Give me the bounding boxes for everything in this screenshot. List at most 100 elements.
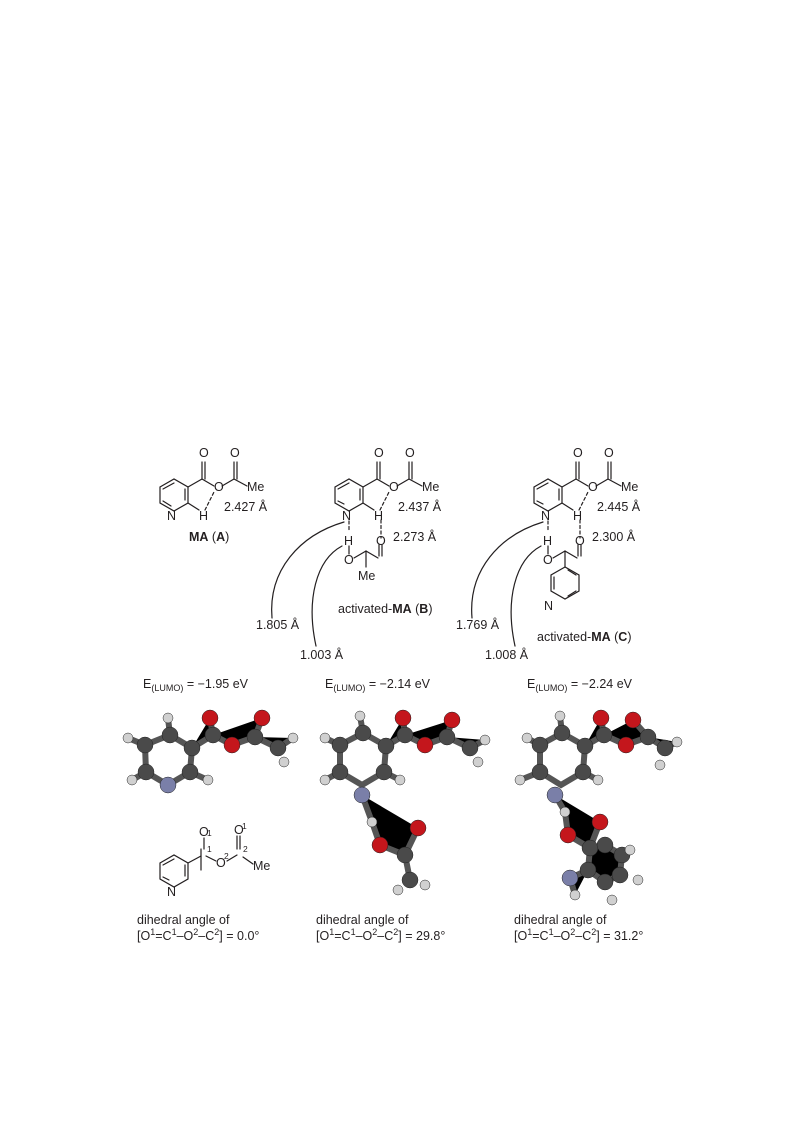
atom-label: Me <box>253 859 270 873</box>
carbon-atom <box>656 739 674 757</box>
atom-label: H <box>199 509 208 523</box>
oxygen-atom <box>371 836 389 854</box>
atom-spheres <box>122 709 683 906</box>
hydrogen-atom <box>126 774 138 786</box>
atom-label: Me <box>358 569 375 583</box>
carbon-atom <box>531 763 549 781</box>
dihedral-label-c: dihedral angle of <box>514 913 607 927</box>
carbon-atom <box>354 724 372 742</box>
carbon-atom <box>396 726 414 744</box>
hydrogen-atom <box>479 734 491 746</box>
hydrogen-atom <box>606 894 618 906</box>
dihedral-value-c: [O1=C1–O2–C2] = 31.2° <box>514 927 644 943</box>
oxygen-atom <box>443 711 461 729</box>
carbon-atom <box>396 846 414 864</box>
carbon-atom <box>161 726 179 744</box>
hydrogen-atom <box>671 736 683 748</box>
atom-label: O <box>214 480 224 494</box>
dihedral-label-a: dihedral angle of <box>137 913 230 927</box>
carbon-atom <box>331 763 349 781</box>
atom-label: N <box>342 509 351 523</box>
dihedral-definition-structure <box>159 835 254 888</box>
atom-label: O <box>588 480 598 494</box>
carbon-atom <box>331 736 349 754</box>
atom-label-sup: 2 <box>224 851 229 861</box>
lumo-energy-c: E(LUMO) = −2.24 eV <box>527 677 632 693</box>
carbon-atom <box>639 728 657 746</box>
oh-length-c: 1.008 Å <box>485 648 529 662</box>
carbon-atom <box>269 739 287 757</box>
atom-label: O <box>199 825 209 839</box>
atom-label: N <box>167 509 176 523</box>
oxygen-atom <box>201 709 219 727</box>
atom-label: H <box>374 509 383 523</box>
atom-label: Me <box>422 480 439 494</box>
atom-label-sup: 2 <box>243 844 248 854</box>
atom-label: O <box>230 446 240 460</box>
atom-label: O <box>604 446 614 460</box>
nitrogen-atom <box>561 869 579 887</box>
compound-name-a: MA (A) <box>189 530 230 544</box>
dihedral-label-b: dihedral angle of <box>316 913 409 927</box>
hydrogen-atom <box>278 756 290 768</box>
oxygen-atom <box>617 736 635 754</box>
carbon-atom <box>596 873 614 891</box>
oxygen-atom <box>223 736 241 754</box>
hydrogen-atom <box>319 732 331 744</box>
hydrogen-atom <box>202 774 214 786</box>
atom-label-sup: 1 <box>207 828 212 838</box>
atom-label: O <box>376 534 386 548</box>
hbond-length-b1: 2.437 Å <box>398 500 442 514</box>
hydrogen-atom <box>514 774 526 786</box>
atom-label: N <box>544 599 553 613</box>
atom-label: N <box>167 885 176 899</box>
atom-label: O <box>234 823 244 837</box>
atom-label: Me <box>621 480 638 494</box>
oh-length-b: 1.003 Å <box>300 648 344 662</box>
atom-label: H <box>543 534 552 548</box>
hydrogen-atom <box>287 732 299 744</box>
atom-label: H <box>573 509 582 523</box>
carbon-atom <box>137 763 155 781</box>
hydrogen-atom <box>632 874 644 886</box>
carbon-atom <box>246 728 264 746</box>
oxygen-atom <box>624 711 642 729</box>
carbon-atom <box>581 839 599 857</box>
carbon-atom <box>574 763 592 781</box>
structure-activated-ma-b <box>271 461 423 647</box>
carbon-atom <box>377 737 395 755</box>
nitrogen-atom <box>546 786 564 804</box>
carbon-atom <box>204 726 222 744</box>
atom-label: Me <box>247 480 264 494</box>
atom-label: O <box>573 446 583 460</box>
atom-label-sup: 1 <box>242 821 247 831</box>
hydrogen-atom <box>472 756 484 768</box>
carbon-atom <box>375 763 393 781</box>
hydrogen-atom <box>521 732 533 744</box>
hydrogen-atom <box>366 816 378 828</box>
hydrogen-atom <box>654 759 666 771</box>
lumo-energy-b: E(LUMO) = −2.14 eV <box>325 677 430 693</box>
atom-label: O <box>344 553 354 567</box>
hydrogen-atom <box>319 774 331 786</box>
atom-label-sup: 1 <box>207 844 212 854</box>
hydrogen-atom <box>554 710 566 722</box>
carbon-atom <box>136 736 154 754</box>
hydrogen-atom <box>354 710 366 722</box>
structure-ma-a <box>159 461 248 512</box>
oxygen-atom <box>394 709 412 727</box>
oxygen-atom <box>592 709 610 727</box>
nitrogen-atom <box>159 776 177 794</box>
hbond-length-c1: 2.445 Å <box>597 500 641 514</box>
compound-name-c: activated-MA (C) <box>537 630 632 644</box>
carbon-atom <box>438 728 456 746</box>
hbond-length-b2: 2.273 Å <box>393 530 437 544</box>
structure-activated-ma-c <box>471 461 622 647</box>
hydrogen-atom <box>569 889 581 901</box>
lumo-energy-a: E(LUMO) = −1.95 eV <box>143 677 248 693</box>
carbon-atom <box>611 866 629 884</box>
hydrogen-atom <box>559 806 571 818</box>
carbon-atom <box>553 724 571 742</box>
